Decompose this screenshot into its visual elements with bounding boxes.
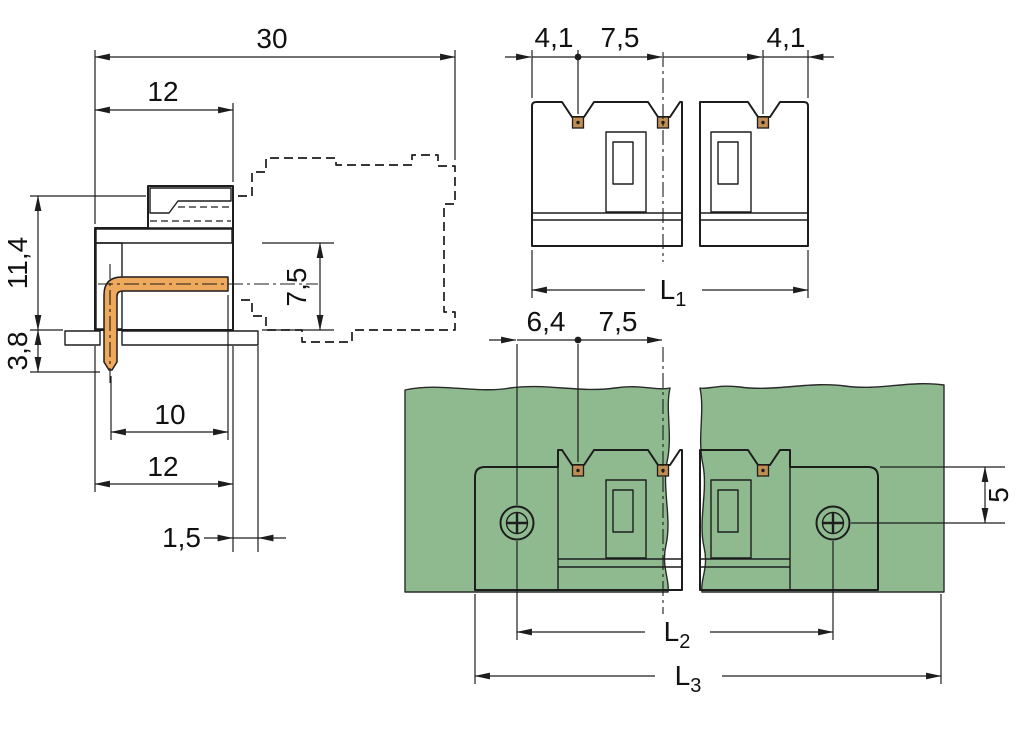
pcb-left-patch	[404, 385, 671, 593]
board-view: 6,4 7,5 5 L2 L3	[404, 306, 1014, 697]
housing-cavity-ceiling	[95, 228, 233, 244]
dim-label-1-5: 1,5	[162, 522, 201, 553]
board-l2-l3-dimensions	[474, 628, 942, 680]
dim-label-12-top: 12	[147, 76, 178, 107]
dimension-dot	[574, 53, 582, 61]
front-extension-lines	[531, 50, 809, 298]
dimension-dot	[574, 336, 582, 344]
connector-housing-section	[94, 185, 234, 331]
dim-label-4-1-left: 4,1	[535, 22, 574, 53]
front-pin-contacts	[571, 116, 770, 129]
pcb-right-patch	[699, 382, 945, 593]
dim-label-7-5-board: 7,5	[599, 306, 638, 337]
dim-label-4-1-right: 4,1	[767, 22, 806, 53]
front-connector-bodies	[531, 101, 809, 247]
pcb-section	[64, 330, 259, 346]
front-body-right	[699, 101, 809, 247]
side-dimension-labels: 30 12 11,4 3,8 7,5 10 12 1,5	[2, 23, 312, 553]
front-top-dimension-chain	[505, 53, 834, 61]
front-view: 4,1 7,5 4,1 L1	[505, 22, 834, 311]
pcb-board	[404, 382, 945, 593]
dim-label-l3: L3	[675, 660, 702, 697]
dim-label-10: 10	[154, 399, 185, 430]
board-dimension-labels: 6,4 7,5 5 L2 L3	[527, 306, 1014, 697]
dim-label-3-8: 3,8	[2, 332, 33, 371]
side-extension-lines	[30, 50, 456, 552]
screw-right-icon	[815, 505, 851, 541]
side-view: 30 12 11,4 3,8 7,5 10 12 1,5	[2, 23, 456, 553]
dim-label-7-5-side: 7,5	[281, 268, 312, 307]
housing-top-wall	[149, 187, 232, 214]
dim-label-l2: L2	[664, 616, 691, 653]
board-body-right	[699, 449, 879, 591]
dim-label-l1: L1	[660, 274, 687, 311]
solder-pin	[103, 276, 229, 371]
board-extension-lines	[474, 344, 1005, 684]
dim-label-6-4: 6,4	[527, 306, 566, 337]
dim-label-11-4: 11,4	[2, 237, 33, 289]
screw-left-icon	[499, 505, 535, 541]
mating-plug-outline	[238, 154, 456, 343]
board-top-dimension-chain	[489, 336, 663, 344]
board-connector-bodies	[474, 449, 879, 591]
dim-label-12-bottom: 12	[147, 451, 178, 482]
dim-label-30: 30	[256, 23, 287, 54]
front-dimension-labels: 4,1 7,5 4,1 L1	[535, 22, 806, 311]
side-dimensions	[34, 53, 456, 542]
front-body-left	[531, 101, 683, 247]
housing-left-wall	[95, 242, 123, 330]
dim-label-7-5-front: 7,5	[601, 22, 640, 53]
dim-label-5: 5	[983, 487, 1014, 503]
